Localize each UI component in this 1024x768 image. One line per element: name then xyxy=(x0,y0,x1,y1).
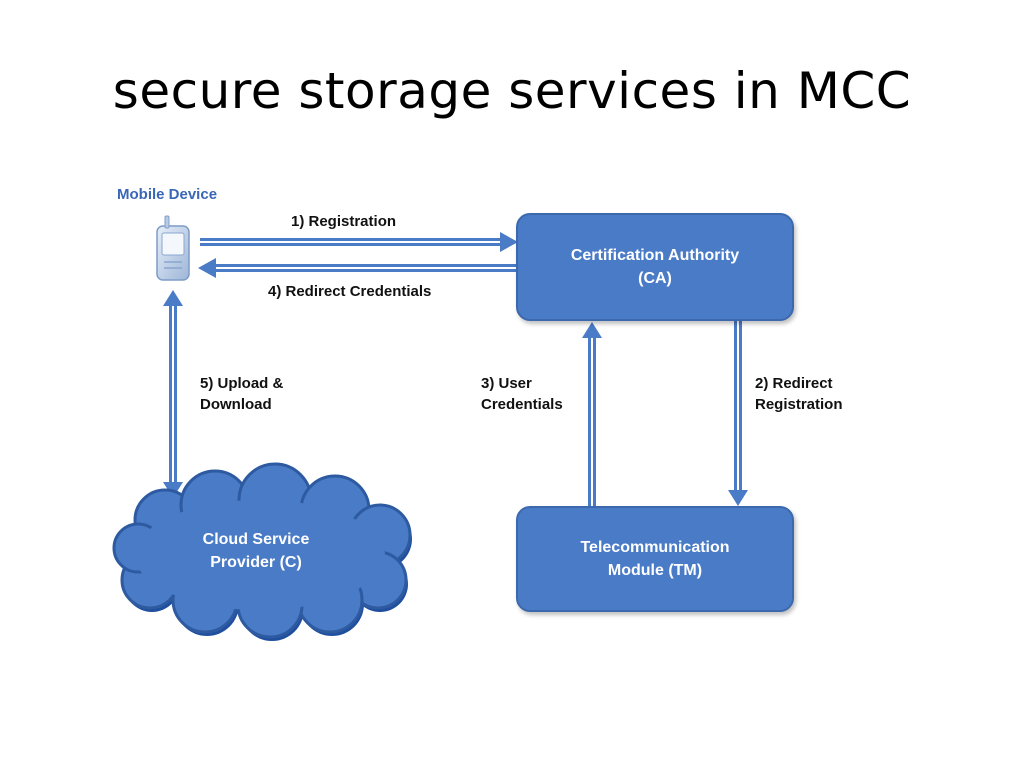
cloud-service-provider-label: Cloud Service Provider (C) xyxy=(202,531,310,571)
registration-label: 1) Registration xyxy=(291,213,397,230)
redirect-credentials-label: 4) Redirect Credentials xyxy=(268,283,432,300)
user-credentials-label: 3) User Credentials xyxy=(481,375,563,413)
arrow-upload-download xyxy=(163,290,183,498)
slide-title: secure storage services in MCC xyxy=(112,62,912,120)
arrow-registration xyxy=(200,232,518,252)
mobile-phone-icon xyxy=(156,215,190,281)
redirect-registration-label: 2) Redirect Registration xyxy=(755,375,843,413)
certification-authority-box: Certification Authority (CA) xyxy=(516,213,794,321)
arrow-user-credentials xyxy=(582,322,602,508)
cloud-shape xyxy=(112,462,412,641)
telecommunication-module-box: Telecommunication Module (TM) xyxy=(516,506,794,612)
upload-download-label: 5) Upload & Download xyxy=(200,375,284,413)
mobile-device-label: Mobile Device xyxy=(117,186,218,203)
arrow-redirect-credentials xyxy=(198,258,516,278)
arrow-redirect-registration xyxy=(728,320,748,506)
